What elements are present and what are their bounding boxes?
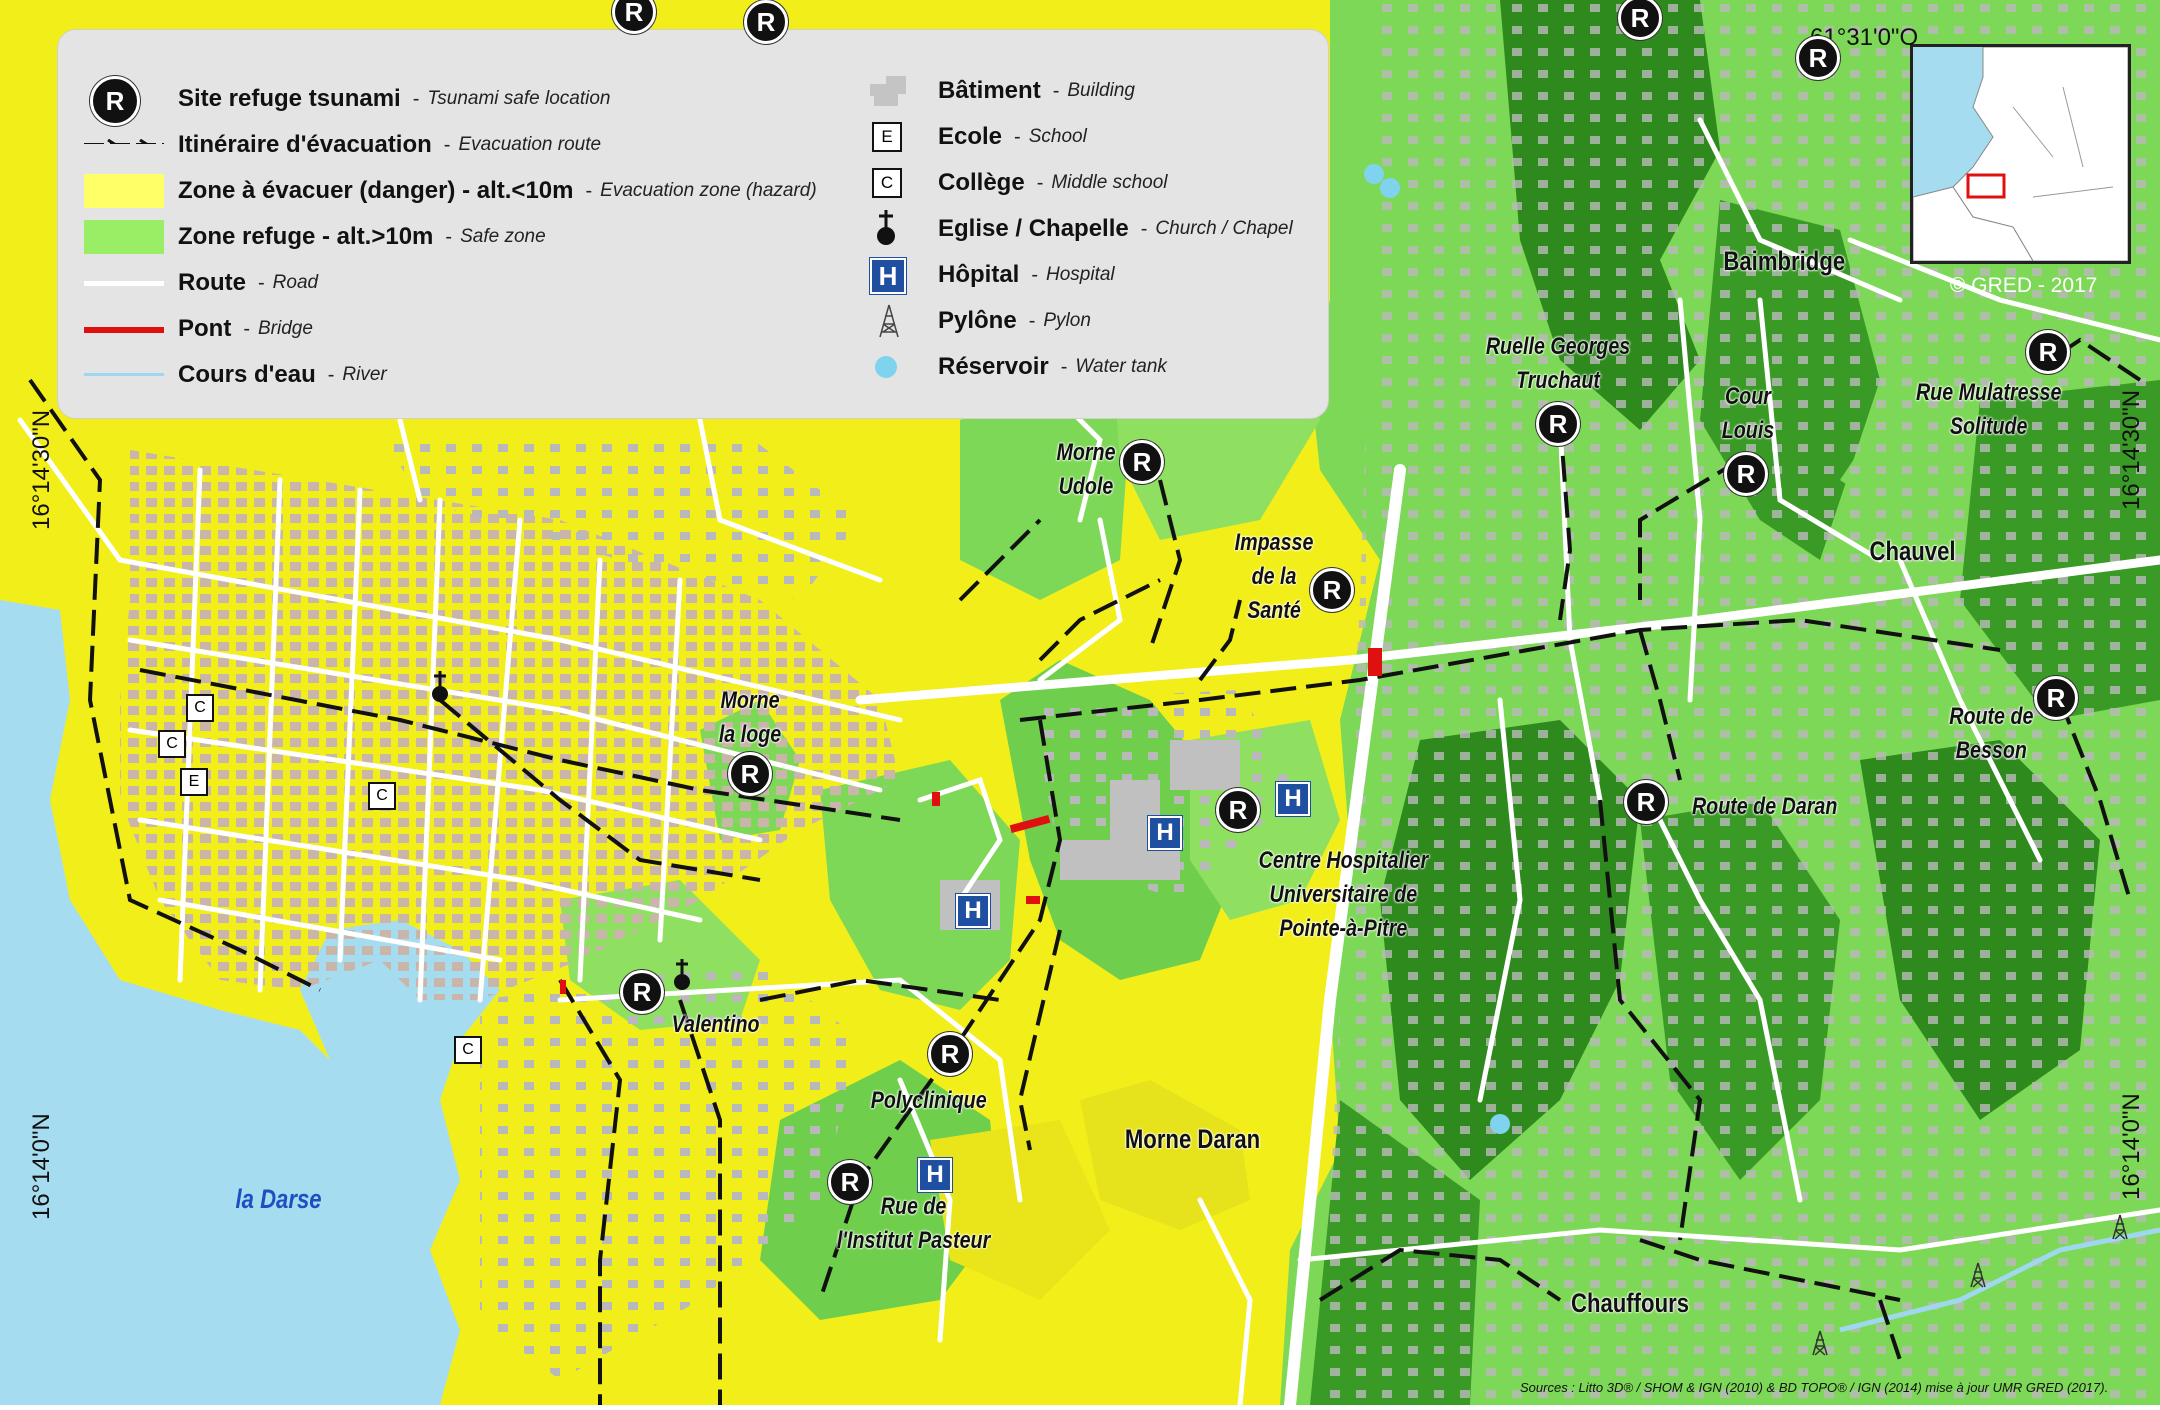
pylon-icon [1970,1262,1986,1288]
pylon-icon [879,304,899,338]
college-icon: C [368,782,396,810]
evacuation-routes [28,337,2142,1405]
place-label-route-de-daran: Route de Daran [1691,793,1838,820]
college-icon: C [454,1036,482,1064]
legend-item-refuge: R Site refuge tsunami - Tsunami safe loc… [78,76,611,126]
refuge-badge-icon[interactable]: R [1536,402,1580,446]
inset-extent-box [1966,173,2006,199]
safe-zone-swatch-icon [84,220,164,254]
pylon-icon [1812,1330,1828,1356]
college-icon: C [872,168,902,198]
hospital-icon: H [1148,816,1182,850]
legend-item-bridge: Pont - Bridge [78,312,313,346]
legend-item-road: Route - Road [78,266,318,300]
legend-label-fr: Site refuge tsunami [178,85,401,112]
latitude-label-left-top: 16°14'30"N [28,409,55,530]
school-icon: E [872,122,902,152]
water-tanks [1364,164,1510,1134]
college-icon: C [186,694,214,722]
water-tank-icon [875,356,897,378]
refuge-badge-icon[interactable]: R [744,0,788,44]
refuge-badge-icon[interactable]: R [1216,788,1260,832]
hospital-icon: H [956,894,990,928]
refuge-badge-icon[interactable]: R [1120,440,1164,484]
legend-item-river: Cours d'eau - River [78,358,387,392]
church-icon [674,959,690,990]
school-icon: E [180,768,208,796]
refuge-badge-icon[interactable]: R [2026,330,2070,374]
refuge-badge-icon[interactable]: R [1310,568,1354,612]
refuge-badge-icon[interactable]: R [620,970,664,1014]
evacuation-route-icon [84,139,164,144]
refuge-badge-icon[interactable]: R [1618,0,1662,40]
latitude-label-left-bottom: 16°14'0"N [28,1113,55,1220]
refuge-badge-icon[interactable]: R [1796,36,1840,80]
hazard-zone-swatch-icon [84,174,164,208]
legend-item-safe-zone: Zone refuge - alt.>10m - Safe zone [78,220,546,254]
inset-svg [1913,47,2128,261]
legend-item-school: E Ecole - School [858,120,1087,154]
refuge-badge-icon[interactable]: R [1724,452,1768,496]
refuge-badge-icon[interactable]: R [928,1032,972,1076]
hospital-icon: H [918,1158,952,1192]
refuge-badge-icon: R [90,76,140,126]
hospital-icon: H [870,258,906,294]
church-icon [432,671,448,702]
legend-item-hazard-zone: Zone à évacuer (danger) - alt.<10m - Eva… [78,174,817,208]
refuge-badge-icon[interactable]: R [612,0,656,34]
latitude-label-right-top: 16°14'30"N [2118,389,2145,510]
legend-item-pylon: Pylône - Pylon [858,304,1091,338]
sea-area [0,600,500,1405]
place-label-la-darse: la Darse [235,1184,322,1214]
pylon-icon [2112,1214,2128,1240]
church-icon [877,210,895,245]
river-line-icon [84,373,164,376]
legend-label-en: Tsunami safe location [427,88,611,109]
refuge-badge-icon[interactable]: R [2034,676,2078,720]
place-label-valentino: Valentino [671,1011,760,1038]
legend-item-college: C Collège - Middle school [858,166,1168,200]
road-line-icon [84,281,164,286]
place-label-chauffours: Chauffours [1570,1288,1690,1318]
legend-item-building: Bâtiment - Building [858,74,1135,108]
legend-item-water-tank: Réservoir - Water tank [858,350,1167,384]
place-label-baimbridge: Baimbridge [1723,246,1846,276]
place-label-chauvel: Chauvel [1869,536,1956,566]
place-label-morne-daran: Morne Daran [1124,1124,1261,1154]
refuge-badge-icon[interactable]: R [1624,780,1668,824]
refuge-badge-icon[interactable]: R [828,1160,872,1204]
legend-item-hospital: H Hôpital - Hospital [858,258,1115,294]
refuge-badge-icon[interactable]: R [728,752,772,796]
latitude-label-right-bottom: 16°14'0"N [2118,1093,2145,1200]
legend-item-church: Eglise / Chapelle - Church / Chapel [858,210,1293,246]
college-icon: C [158,730,186,758]
bridges [560,648,1382,994]
hospital-icon: H [1276,782,1310,816]
source-credit: Sources : Litto 3D® / SHOM & IGN (2010) … [1520,1380,2109,1395]
inset-locator-map [1910,44,2131,264]
legend-item-evacuation-route: Itinéraire d'évacuation - Evacuation rou… [78,128,601,162]
buildings [120,0,2160,1405]
place-label-polyclinique: Polyclinique [870,1087,987,1114]
river [1839,1227,2160,1333]
bridge-line-icon [84,327,164,333]
copyright-text: © GRED - 2017 [1950,274,2098,297]
building-icon [870,76,906,106]
legend-panel: R Site refuge tsunami - Tsunami safe loc… [58,30,1328,418]
roads [17,117,2160,1410]
